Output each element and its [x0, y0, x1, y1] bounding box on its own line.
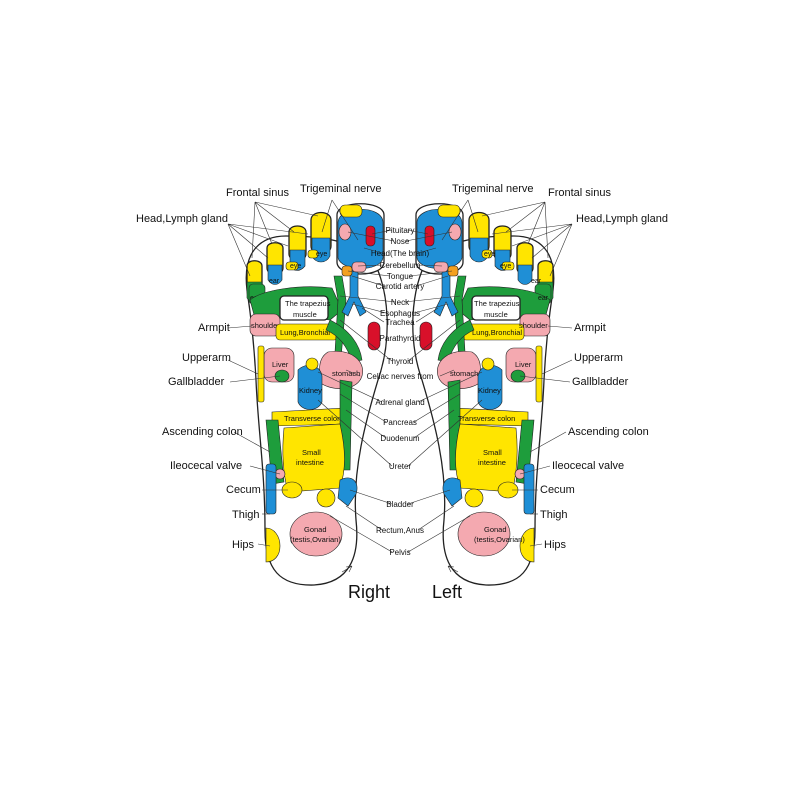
right-small-intestine-label: Small: [302, 448, 321, 457]
left-foot-zone-labels: eye eye ear ear The trapezius muscle sho…: [450, 251, 549, 544]
svg-text:shoulder: shoulder: [519, 321, 548, 330]
svg-text:Gonad: Gonad: [484, 525, 507, 534]
label-neck: Neck: [391, 298, 410, 307]
label-nose: Nose: [391, 237, 410, 246]
label-thyroid: Thyroid: [387, 357, 414, 366]
label-ascending-colon-r: Ascending colon: [162, 426, 243, 438]
label-gallbladder-r: Gallbladder: [168, 376, 225, 388]
left-foot: [412, 203, 555, 586]
right-kidney-label: Kidney: [299, 386, 322, 395]
right-transverse-colon-label: Transverse colon: [284, 414, 341, 423]
svg-text:Small: Small: [483, 448, 502, 457]
label-cerebellum: Cerebellum: [380, 261, 421, 270]
label-parathyroid: Parathyroid: [380, 334, 421, 343]
svg-text:Transverse colon: Transverse colon: [458, 414, 515, 423]
svg-text:eye: eye: [484, 251, 495, 258]
label-bladder: Bladder: [386, 500, 414, 509]
right-shoulder-label: shoulder: [251, 321, 280, 330]
label-pelvis: Pelvis: [389, 548, 410, 557]
label-armpit-l: Armpit: [574, 322, 606, 334]
right-lung-label: Lung,Bronchial: [280, 328, 330, 337]
side-labels-left-foot: Frontal sinus Trigeminal nerve Head,Lymp…: [452, 183, 668, 551]
svg-text:Lung,Bronchial: Lung,Bronchial: [472, 328, 522, 337]
svg-text:Liver: Liver: [515, 360, 532, 369]
right-small-intestine-label-2: intestine: [296, 458, 324, 467]
label-armpit-r: Armpit: [198, 322, 230, 334]
right-trapezius-label-2: muscle: [293, 310, 317, 319]
label-adrenal: Adrenal gland: [375, 398, 424, 407]
right-pituitary-zone: [365, 225, 376, 247]
svg-text:The trapezius: The trapezius: [474, 299, 520, 308]
label-head-lymph-r: Head,Lymph gland: [136, 213, 228, 225]
label-head-lymph-l: Head,Lymph gland: [576, 213, 668, 225]
label-ureter: Ureter: [389, 462, 412, 471]
label-thigh-r: Thigh: [232, 509, 260, 521]
right-foot-title: Right: [348, 582, 390, 602]
left-toe-big: [415, 203, 464, 275]
center-labels: Pituitary Nose Head(The brain) Cerebellu…: [367, 226, 434, 557]
right-trapezius-label: The trapezius: [285, 299, 331, 308]
svg-text:ear: ear: [531, 278, 542, 285]
leader-lines: [227, 199, 573, 573]
right-gonad-label-2: (testis,Ovarian): [290, 535, 341, 544]
right-stomach-label: stomach: [332, 369, 360, 378]
right-liver-label: Liver: [272, 360, 289, 369]
svg-text:intestine: intestine: [478, 458, 506, 467]
label-gallbladder-l: Gallbladder: [572, 376, 629, 388]
label-esophagus: Esophagus: [380, 309, 420, 318]
label-ileocecal-r: Ileocecal valve: [170, 460, 242, 472]
label-frontal-sinus-r: Frontal sinus: [226, 187, 289, 199]
side-labels-right-foot: Frontal sinus Trigeminal nerve Head,Lymp…: [136, 183, 382, 551]
right-eye-label-2: eye: [316, 251, 327, 258]
svg-text:eye: eye: [500, 263, 511, 270]
right-nose-zone: [338, 223, 352, 241]
svg-text:Kidney: Kidney: [478, 386, 501, 395]
label-celiac: Celiac nerves from: [367, 372, 434, 381]
label-cecum-l: Cecum: [540, 484, 575, 496]
label-pituitary: Pituitary: [386, 226, 415, 235]
svg-text:(testis,Ovarian): (testis,Ovarian): [474, 535, 525, 544]
left-toe-4: [516, 242, 534, 285]
label-ileocecal-l: Ileocecal valve: [552, 460, 624, 472]
label-hips-r: Hips: [232, 539, 255, 551]
label-rectum-anus: Rectum,Anus: [376, 526, 424, 535]
right-eye-label: eye: [290, 263, 301, 270]
right-ear-label-2: ear: [269, 278, 280, 285]
label-trigeminal-nerve-l: Trigeminal nerve: [452, 183, 534, 195]
label-frontal-sinus-l: Frontal sinus: [548, 187, 611, 199]
svg-text:stomach: stomach: [450, 369, 478, 378]
label-trachea: Trachea: [385, 318, 415, 327]
label-thigh-l: Thigh: [540, 509, 568, 521]
right-foot: eye eye ear ear The trapezius muscle sho…: [245, 203, 388, 586]
left-foot-title: Left: [432, 582, 462, 602]
label-hips-l: Hips: [544, 539, 567, 551]
label-duodenum: Duodenum: [380, 434, 419, 443]
label-cecum-r: Cecum: [226, 484, 261, 496]
label-upperarm-r: Upperarm: [182, 352, 231, 364]
label-pancreas: Pancreas: [383, 418, 417, 427]
label-head-brain: Head(The brain): [371, 249, 430, 258]
label-ascending-colon-l: Ascending colon: [568, 426, 649, 438]
label-carotid-artery: Carotid artery: [376, 282, 424, 291]
label-tongue: Tongue: [387, 272, 414, 281]
label-trigeminal-nerve-r: Trigeminal nerve: [300, 183, 382, 195]
label-upperarm-l: Upperarm: [574, 352, 623, 364]
right-toe-4: [266, 242, 284, 285]
svg-text:muscle: muscle: [484, 310, 508, 319]
svg-text:ear: ear: [538, 295, 549, 302]
right-gonad-label: Gonad: [304, 525, 327, 534]
